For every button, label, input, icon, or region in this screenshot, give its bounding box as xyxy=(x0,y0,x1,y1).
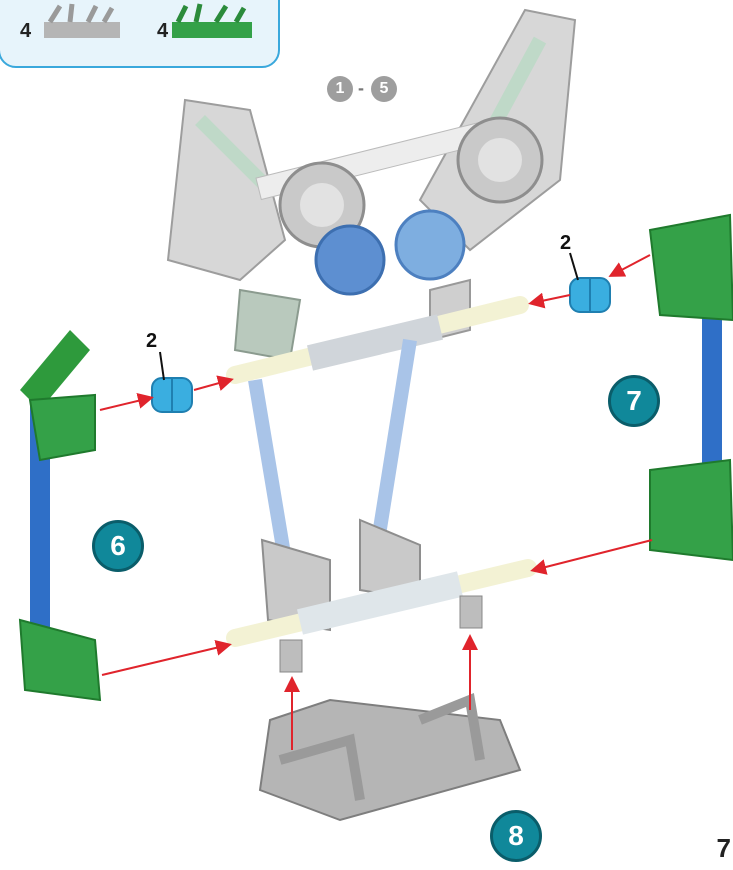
lower-axle xyxy=(226,559,537,673)
right-spacer xyxy=(569,277,611,313)
green-connector-icon xyxy=(172,3,252,38)
blue-rods xyxy=(248,338,417,562)
gray-connector-icon xyxy=(44,3,120,38)
parts-quantity-gray: 4 xyxy=(20,20,32,42)
parts-quantity-green: 4 xyxy=(157,20,169,42)
left-green-frame xyxy=(18,330,102,702)
step-6-badge: 6 xyxy=(92,520,144,572)
step-range-start-badge: 1 xyxy=(327,76,353,102)
left-spacer-count: 2 xyxy=(146,330,158,352)
right-spacer-count: 2 xyxy=(560,232,572,254)
assembly-arrows xyxy=(99,254,653,750)
upper-axle xyxy=(226,296,529,384)
step-7-badge: 7 xyxy=(608,375,660,427)
bottom-gray-assembly xyxy=(258,693,522,822)
page-number: 7 xyxy=(716,833,731,863)
step-range-separator: - xyxy=(358,78,364,98)
right-green-frame xyxy=(648,213,733,562)
right-spacer-leader xyxy=(569,252,579,281)
step-8-badge: 8 xyxy=(490,810,542,862)
left-spacer xyxy=(151,377,193,413)
left-spacer-leader xyxy=(159,351,165,381)
top-assembly xyxy=(166,8,577,362)
step-range-end-badge: 5 xyxy=(371,76,397,102)
